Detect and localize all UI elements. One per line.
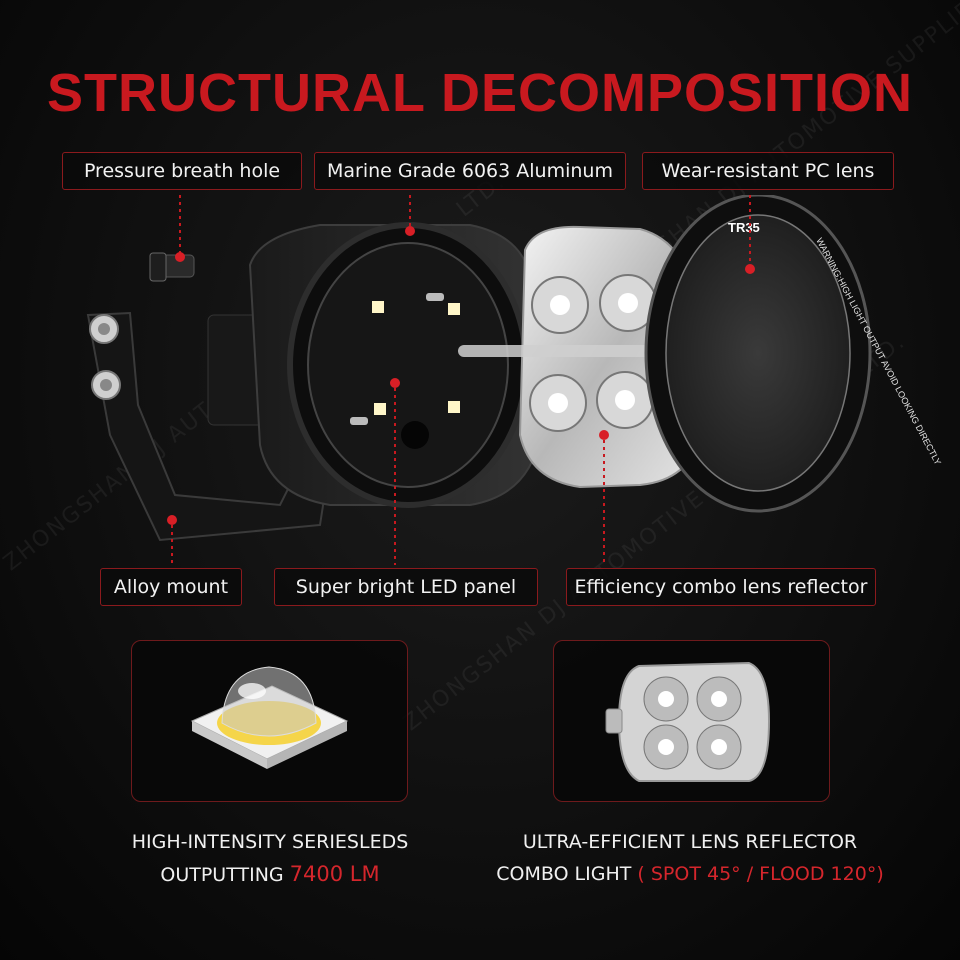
- label-reflector: Efficiency combo lens reflector: [566, 568, 876, 606]
- left-caption-line1: HIGH-INTENSITY SERIESLEDS: [131, 831, 409, 853]
- aluminum-housing-part: [207, 222, 542, 508]
- beam-angle-value: ( SPOT 45° / FLOOD 120°): [637, 863, 884, 885]
- reflector-combo-card: [553, 640, 830, 802]
- page-title: STRUCTURAL DECOMPOSITION: [46, 63, 913, 123]
- left-caption: HIGH-INTENSITY SERIESLEDS OUTPUTTING 740…: [100, 826, 440, 891]
- left-caption-prefix: OUTPUTTING: [160, 864, 290, 886]
- reflector-combo-icon: [605, 661, 771, 782]
- label-pc-lens: Wear-resistant PC lens: [642, 152, 894, 190]
- exploded-light-illustration: TR35 WARNING:HIGH LIGHT OUTPUT AVOID LOO…: [86, 195, 943, 565]
- label-pressure-hole: Pressure breath hole: [62, 152, 302, 190]
- led-chip-card: [131, 640, 408, 802]
- pc-lens-part: [644, 195, 872, 513]
- label-aluminum: Marine Grade 6063 Aluminum: [314, 152, 626, 190]
- alloy-mount-part: [86, 311, 332, 542]
- led-chip-icon: [190, 666, 349, 769]
- right-caption-prefix: COMBO LIGHT: [496, 863, 638, 885]
- label-alloy-mount: Alloy mount: [100, 568, 242, 606]
- right-caption-line2: COMBO LIGHT ( SPOT 45° / FLOOD 120°): [480, 858, 900, 890]
- right-caption-line1: ULTRA-EFFICIENT LENS REFLECTOR: [522, 831, 858, 853]
- left-caption-line2: OUTPUTTING 7400 LM: [100, 858, 440, 891]
- lens-model-text: TR35: [728, 220, 760, 235]
- right-caption: ULTRA-EFFICIENT LENS REFLECTOR COMBO LIG…: [480, 826, 900, 890]
- breath-hole-part: [149, 252, 195, 282]
- label-led-panel: Super bright LED panel: [274, 568, 538, 606]
- lumen-value: 7400 LM: [289, 862, 380, 886]
